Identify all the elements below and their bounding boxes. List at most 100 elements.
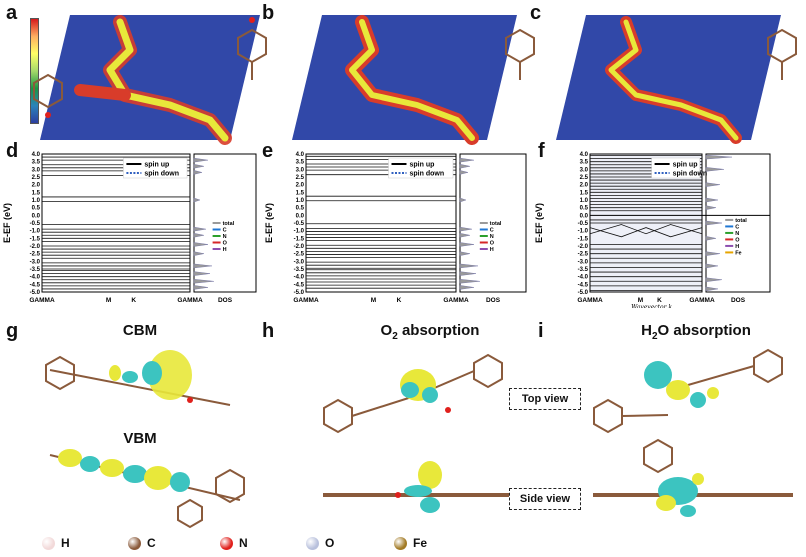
dos-peak (459, 170, 469, 175)
band-ylabel: E-EF (eV) (534, 203, 544, 243)
atom-swatch-fe (394, 537, 407, 551)
band-ytick: 2.0 (580, 183, 589, 189)
band-ytick: 1.0 (32, 198, 41, 204)
spin-down-label: spin down (410, 171, 445, 178)
vbm-isosurface (49, 449, 245, 529)
dos-peak (705, 277, 723, 282)
band-ytick: -0.5 (30, 221, 41, 227)
panel-label-i: i (538, 320, 544, 342)
band-ytick: 1.0 (580, 198, 589, 204)
band-ytick: 3.0 (296, 167, 305, 173)
dos-legend-label: total (490, 221, 502, 227)
band-ytick: 2.5 (296, 175, 305, 181)
cbm-isosurface (45, 350, 231, 406)
dos-peak (193, 242, 209, 247)
dos-legend-label: N (490, 234, 494, 240)
dos-peak (705, 263, 719, 269)
o2-side-view-structure (323, 461, 513, 513)
kpoint-label: GAMMA (177, 297, 203, 304)
band-ytick: -1.0 (30, 229, 41, 235)
panel-label-g: g (6, 320, 19, 342)
band-ytick: 0.5 (296, 206, 305, 212)
dos-peak (193, 170, 203, 175)
band-ytick: 1.5 (32, 190, 41, 196)
band-ytick: 1.0 (296, 198, 305, 204)
panel-label-d: d (6, 140, 19, 162)
dos-legend-label: O (735, 237, 740, 243)
dos-peak (193, 279, 215, 284)
atom-swatch-h (42, 537, 55, 551)
dos-xlabel: DOS (731, 297, 746, 304)
atom-legend-item-c: C (128, 536, 156, 551)
kpoint-label: GAMMA (689, 297, 715, 304)
kpoint-label: M (371, 297, 376, 304)
band-ytick: 3.5 (580, 160, 589, 166)
dos-peak (705, 182, 721, 187)
charge-map-a (40, 15, 260, 145)
panel-label-a: a (6, 2, 18, 24)
band-ytick: -2.5 (578, 252, 589, 258)
band-structure-e: E-EF (eV)4.03.53.02.52.01.51.00.50.0-0.5… (264, 152, 527, 304)
title-o2-absorption: O2 absorption (380, 322, 480, 342)
charge-map-c (556, 15, 781, 144)
molecule-sketch-a-right (237, 17, 267, 80)
dos-legend-label: C (735, 224, 739, 230)
dos-peak (193, 157, 209, 163)
kpoint-label: M (638, 297, 643, 304)
band-ytick: 0.0 (580, 213, 589, 219)
band-ytick: 3.5 (296, 160, 305, 166)
kpoint-label: K (397, 297, 402, 304)
band-ytick: -3.5 (294, 267, 305, 273)
band-ylabel: E-EF (eV) (2, 203, 12, 243)
panel-label-b: b (262, 2, 275, 24)
dos-peak (459, 197, 467, 203)
dos-peak (193, 263, 213, 269)
band-ylabel: E-EF (eV) (264, 203, 274, 243)
band-ytick: 4.0 (32, 152, 41, 158)
atom-swatch-o (306, 537, 319, 551)
dos-peak (705, 167, 725, 172)
dos-peak (705, 154, 733, 160)
molecule-sketch-a-left (33, 73, 63, 118)
dos-peak (705, 197, 719, 203)
title-vbm: VBM (123, 430, 157, 447)
dos-legend-label: N (735, 231, 739, 237)
band-ytick: 0.5 (580, 206, 589, 212)
dos-peak (193, 164, 205, 169)
band-ytick: -1.0 (294, 229, 305, 235)
dos-peak (193, 271, 211, 276)
band-ytick: -1.5 (578, 236, 589, 242)
dos-xlabel: DOS (218, 297, 233, 304)
band-ytick: 0.0 (296, 213, 305, 219)
band-ytick: 4.0 (296, 152, 305, 158)
dos-peak (705, 286, 719, 292)
spin-up-label: spin up (144, 162, 169, 169)
band-ytick: 2.0 (296, 183, 305, 189)
band-ytick: 2.0 (32, 183, 41, 189)
band-ytick: 3.5 (32, 160, 41, 166)
kpoint-label: K (131, 297, 136, 304)
molecule-sketch-c-right (767, 28, 797, 80)
dos-peak (705, 220, 723, 226)
band-ytick: -4.5 (578, 282, 589, 288)
side-view-label: Side view (509, 488, 581, 510)
band-ytick: -5.0 (30, 290, 41, 296)
dos-xlabel: DOS (486, 297, 501, 304)
dos-peak (705, 205, 717, 210)
panel-label-e: e (262, 140, 274, 162)
molecule-sketch-b-right (505, 28, 535, 80)
band-ytick: -1.5 (30, 236, 41, 242)
o2-top-view-structure (323, 353, 503, 434)
dos-peak (459, 271, 477, 276)
band-ytick: -5.0 (578, 290, 589, 296)
dos-legend-label: H (735, 244, 739, 250)
band-ytick: 1.5 (296, 190, 305, 196)
band-ytick: -1.0 (578, 229, 589, 235)
dos-peak (459, 251, 471, 256)
band-ytick: -2.0 (30, 244, 41, 250)
dos-legend-label: N (223, 234, 227, 240)
kpoint-label: GAMMA (29, 297, 55, 304)
spin-down-label: spin down (673, 171, 708, 178)
atom-legend-item-o: O (306, 536, 334, 551)
